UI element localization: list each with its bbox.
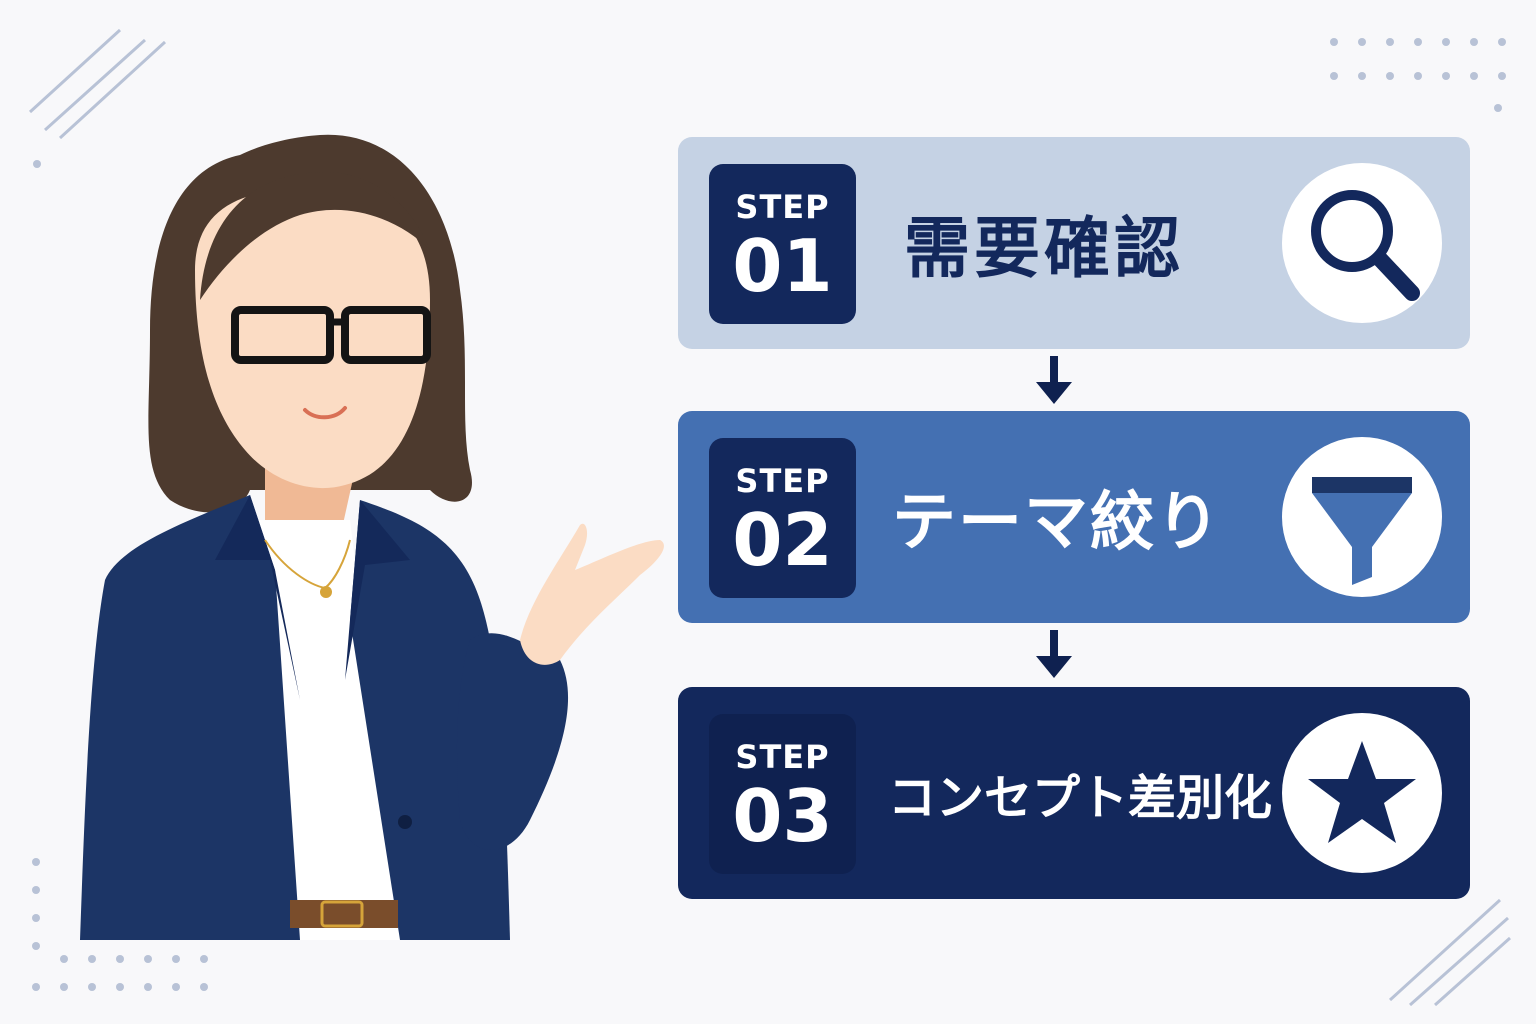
- decorative-dot: [32, 886, 40, 894]
- step-icon-circle: [1282, 163, 1442, 323]
- decorative-dot: [32, 942, 40, 950]
- presenter-illustration: [80, 134, 664, 940]
- decorative-dot: [1498, 38, 1506, 46]
- step-card-3: STEP 03 コンセプト差別化: [678, 687, 1470, 899]
- decorative-dot: [88, 955, 96, 963]
- arrow-down-icon: [1036, 630, 1072, 678]
- step-icon-circle: [1282, 713, 1442, 873]
- decorative-dot: [1386, 72, 1394, 80]
- decorative-dot: [1470, 72, 1478, 80]
- arrow-down-icon: [1036, 356, 1072, 404]
- step-label: STEP: [735, 738, 830, 776]
- step-label: STEP: [735, 462, 830, 500]
- step-number: 02: [732, 498, 833, 582]
- decorative-dot: [172, 983, 180, 991]
- decorative-dot: [60, 955, 68, 963]
- step-badge: STEP 03: [709, 714, 856, 874]
- star-icon: [1308, 741, 1416, 843]
- decorative-dot: [1414, 72, 1422, 80]
- decorative-dot: [32, 858, 40, 866]
- decorative-dot: [1494, 104, 1502, 112]
- decorative-dot: [88, 983, 96, 991]
- step-icon-circle: [1282, 437, 1442, 597]
- decorative-lines-bottom-right: [1388, 898, 1511, 1007]
- step-title: テーマ絞り: [892, 486, 1222, 560]
- step-card-1: STEP 01 需要確認: [678, 137, 1470, 349]
- decorative-dot: [1358, 38, 1366, 46]
- decorative-dot: [1358, 72, 1366, 80]
- funnel-icon: [1312, 477, 1412, 585]
- decorative-dot: [1414, 38, 1422, 46]
- decorative-dot: [116, 955, 124, 963]
- decorative-dot: [1442, 38, 1450, 46]
- decorative-dot: [1330, 38, 1338, 46]
- decorative-dot: [1470, 38, 1478, 46]
- step-label: STEP: [735, 188, 830, 226]
- decorative-dot: [1442, 72, 1450, 80]
- decorative-dot: [200, 983, 208, 991]
- decorative-dot: [144, 955, 152, 963]
- step-number: 03: [732, 774, 833, 858]
- step-title: 需要確認: [904, 210, 1184, 287]
- decorative-dot: [33, 160, 41, 168]
- decorative-dot: [1498, 72, 1506, 80]
- decorative-dot: [116, 983, 124, 991]
- decorative-lines-top-left: [28, 28, 167, 140]
- step-badge: STEP 02: [709, 438, 856, 598]
- decorative-dot: [200, 955, 208, 963]
- decorative-dot: [144, 983, 152, 991]
- decorative-dot: [1386, 38, 1394, 46]
- step-badge: STEP 01: [709, 164, 856, 324]
- step-card-2: STEP 02 テーマ絞り: [678, 411, 1470, 623]
- decorative-dot: [172, 955, 180, 963]
- step-title: コンセプト差別化: [888, 770, 1273, 826]
- step-number: 01: [732, 224, 833, 308]
- decorative-dot: [32, 983, 40, 991]
- decorative-dot: [1330, 72, 1338, 80]
- search-icon: [1311, 190, 1420, 301]
- decorative-dot: [60, 983, 68, 991]
- decorative-dot: [32, 914, 40, 922]
